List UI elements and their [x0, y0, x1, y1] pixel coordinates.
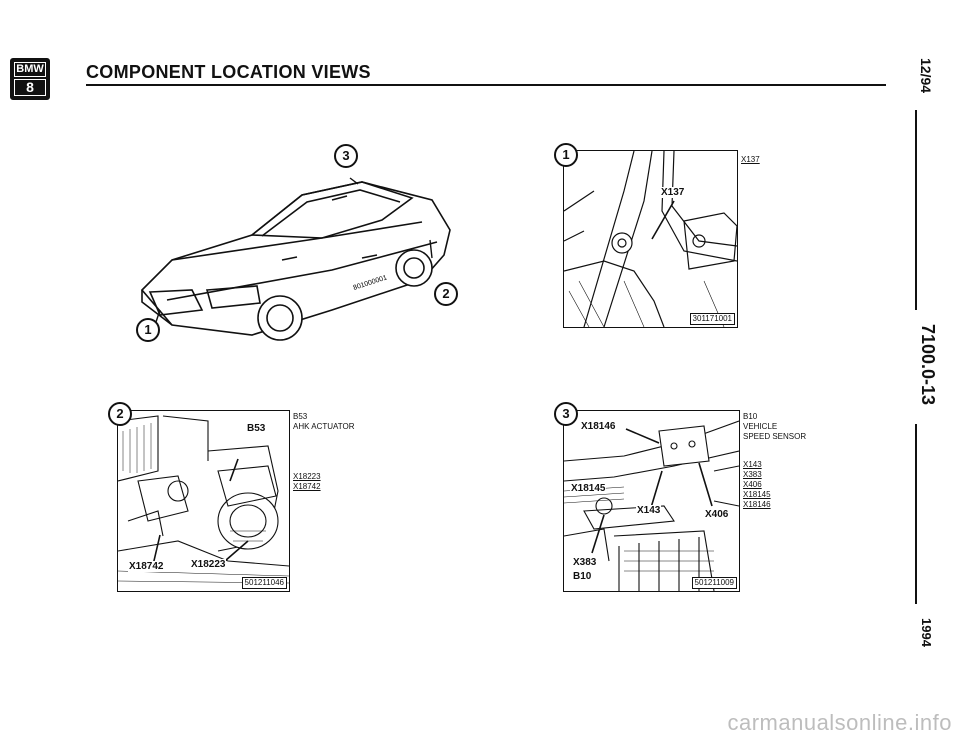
site-watermark: carmanualsonline.info [727, 710, 952, 735]
header-rule [86, 84, 886, 86]
view-1-drawing [564, 151, 737, 327]
margin-page-number: 7100.0-13 [918, 324, 938, 406]
view-3-label-x18146: X18146 [580, 421, 617, 432]
view-2-number: 2 [108, 402, 132, 426]
view-3-label-b10: B10 [572, 571, 593, 582]
view-3-legend-speed-sensor: SPEED SENSOR [743, 432, 807, 441]
logo-series: 8 [14, 79, 46, 96]
car-callout-2: 2 [434, 282, 458, 306]
view-3-legend-x18145: X18145 [743, 490, 771, 499]
margin-date: 12/94 [918, 58, 934, 94]
margin-line-top [915, 110, 917, 310]
view-3-photo: X18146 X18145 X143 X406 X383 B10 5012110… [563, 410, 740, 592]
view-1-legend: X137 [741, 155, 760, 165]
logo-brand: BMW [14, 62, 46, 77]
car-callout-1: 1 [136, 318, 160, 342]
car-callout-3: 3 [334, 144, 358, 168]
view-3-legend-x18146: X18146 [743, 500, 771, 509]
view-3-label-x406: X406 [704, 509, 730, 520]
view-3-number: 3 [554, 402, 578, 426]
margin-year: 1994 [919, 618, 934, 647]
view-3-legend-gap [743, 442, 806, 460]
view-2-legend-ahk-actuator: AHK ACTUATOR [293, 422, 355, 431]
view-3-legend-b10: B10 [743, 412, 758, 421]
view-3-label-x143: X143 [636, 505, 662, 516]
view-2-legend: B53 AHK ACTUATOR X18223 X18742 [293, 412, 355, 492]
view-1-photo: X137 301171001 [563, 150, 738, 328]
view-2-legend-b53: B53 [293, 412, 308, 421]
view-2-drawing [118, 415, 289, 584]
view-3-legend: B10 VEHICLE SPEED SENSOR X143 X383 X406 … [743, 412, 806, 510]
view-3-legend-x383: X383 [743, 470, 762, 479]
car-drawing: 801000001 [140, 177, 451, 341]
view-2-label-x18223: X18223 [190, 559, 227, 570]
page-title: COMPONENT LOCATION VIEWS [86, 62, 371, 82]
view-2-code: 501211046 [241, 577, 287, 589]
view-1-code: 301171001 [689, 313, 735, 325]
view-2-label-b53: B53 [246, 423, 267, 434]
view-3-legend-vehicle: VEHICLE [743, 422, 778, 431]
bmw-8-logo: BMW 8 [10, 58, 50, 100]
view-1-label-x137: X137 [660, 187, 686, 198]
car-overview: 801000001 3 2 1 [132, 140, 462, 370]
view-3-label-x18145: X18145 [570, 483, 607, 494]
margin-line-middle [915, 424, 917, 604]
view-3-label-x383: X383 [572, 557, 598, 568]
view-3-legend-x406: X406 [743, 480, 762, 489]
view-2-photo: B53 X18742 X18223 501211046 [117, 410, 290, 592]
view-1-legend-x137: X137 [741, 155, 760, 164]
view-3-code: 501211009 [691, 577, 737, 589]
view-2-legend-gap [293, 432, 355, 472]
view-1-number: 1 [554, 143, 578, 167]
view-2-label-x18742: X18742 [128, 561, 165, 572]
view-3-legend-x143: X143 [743, 460, 762, 469]
view-2-legend-x18223: X18223 [293, 472, 321, 481]
view-2-legend-x18742: X18742 [293, 482, 321, 491]
